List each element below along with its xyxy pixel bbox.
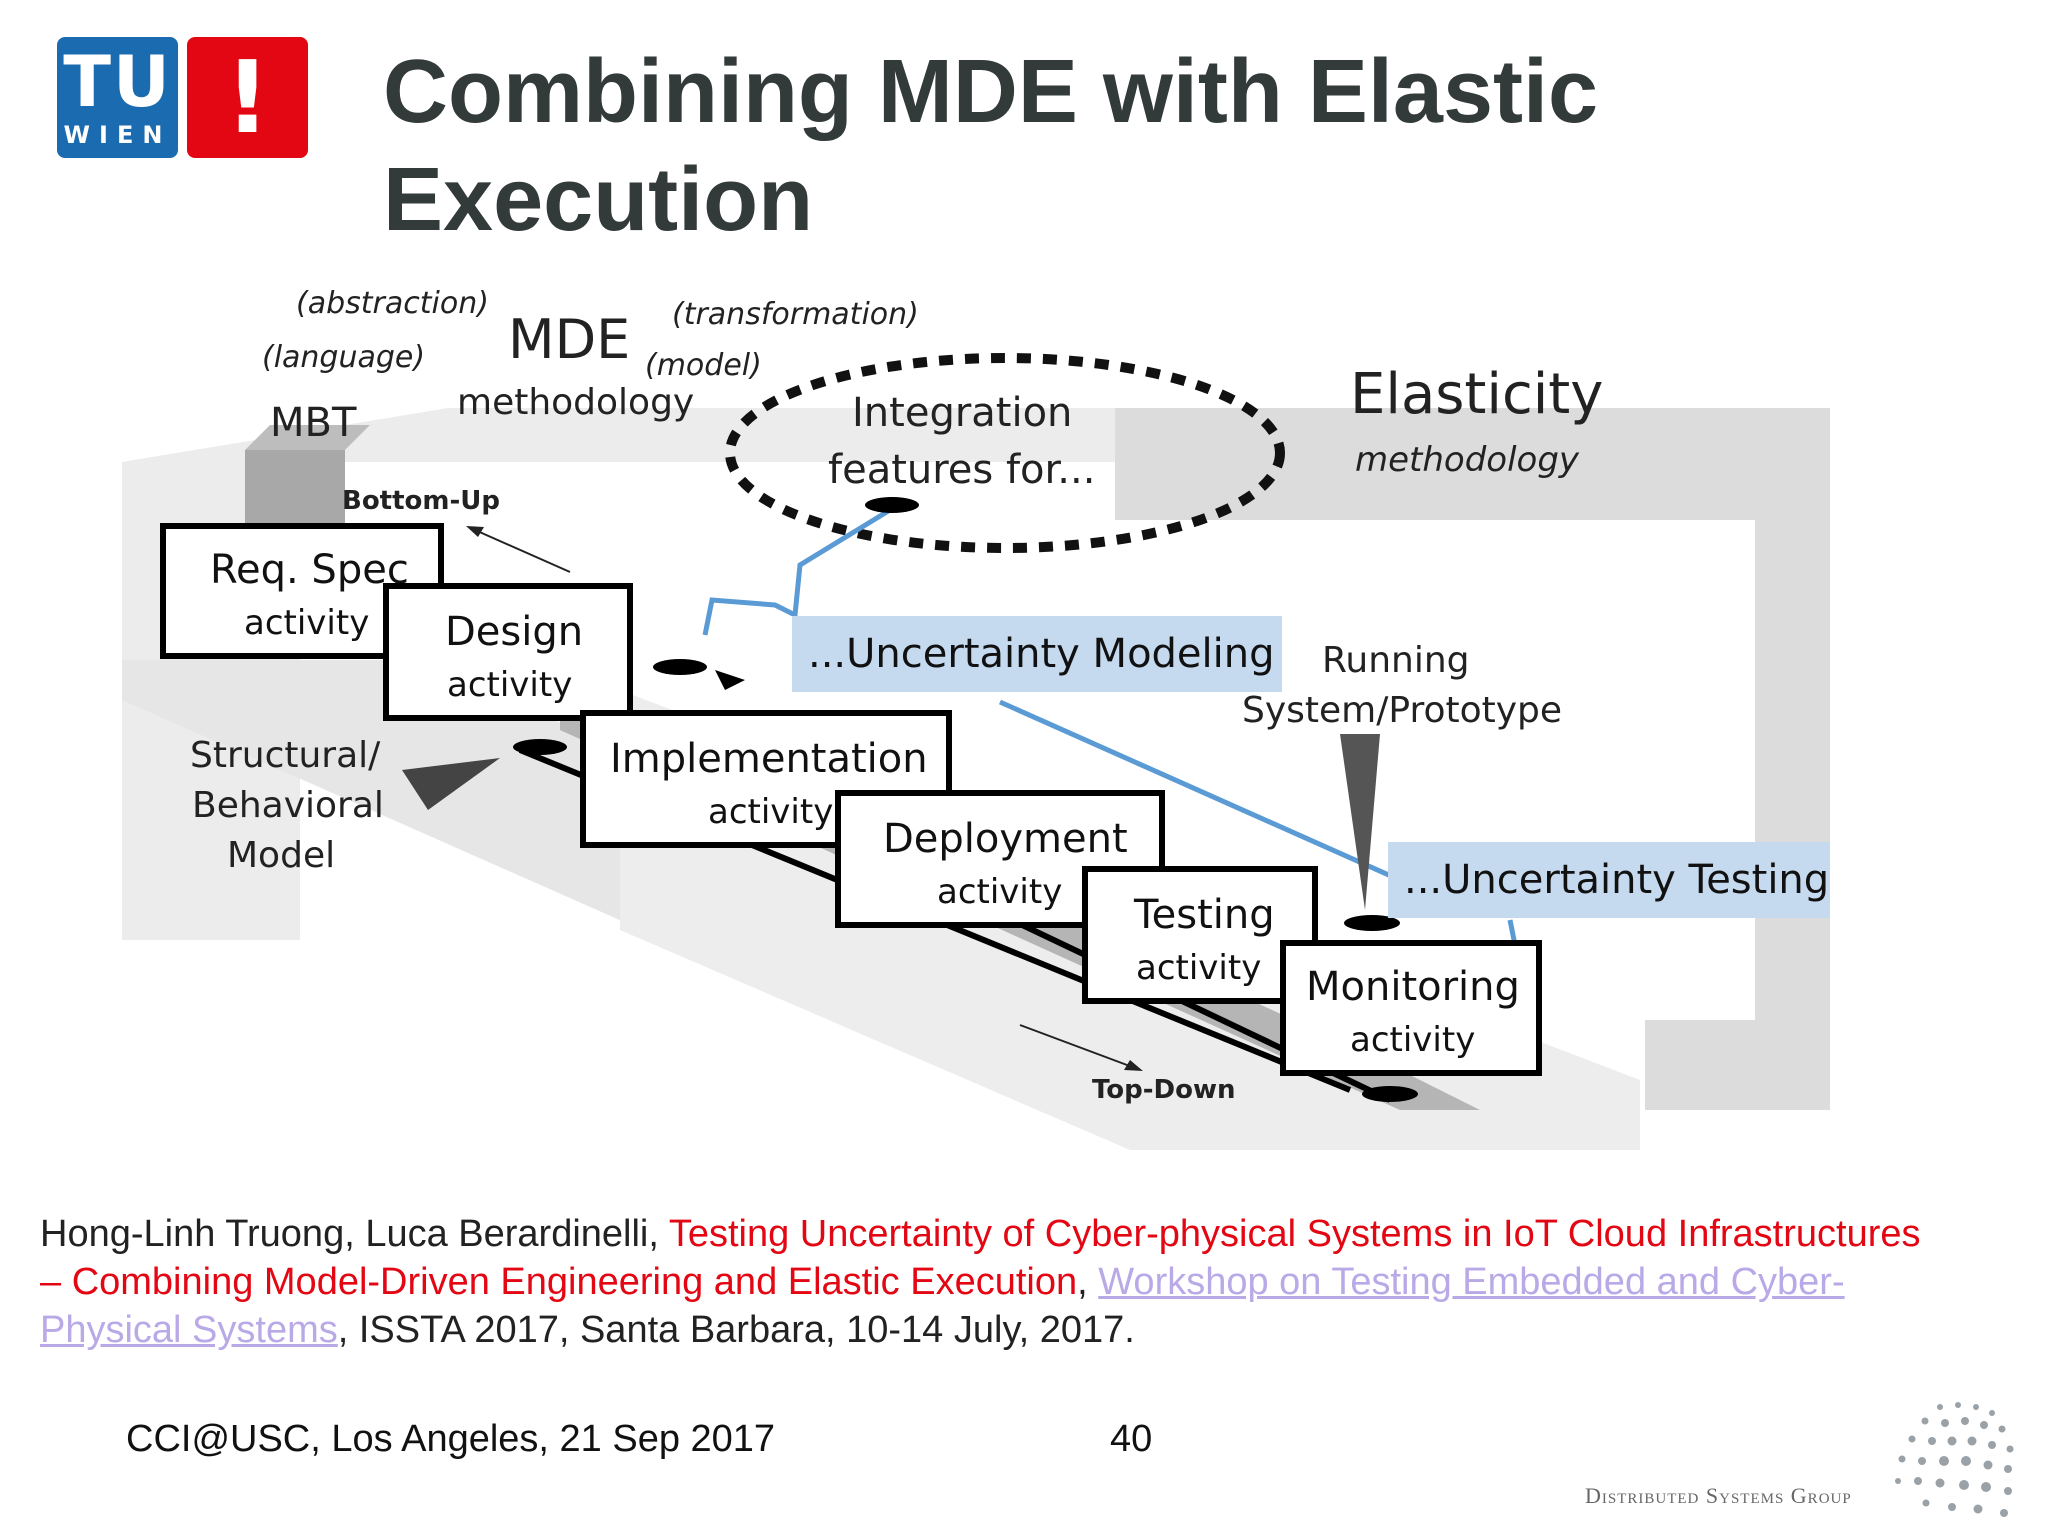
tu-wien-logo: TU WIEN [57, 37, 178, 158]
structural-label-1: Structural/ [190, 735, 381, 776]
uncertainty-modeling-highlight: ...Uncertainty Modeling [792, 616, 1282, 692]
activity-subtitle: activity [244, 603, 370, 643]
testing-connector [998, 699, 1402, 883]
mbt-pillar-top [245, 425, 370, 450]
activity-title: Design [445, 609, 584, 655]
activity-subtitle: activity [1136, 948, 1262, 988]
top-down-label: Top-Down [1092, 1075, 1236, 1105]
elasticity-methodology-label: methodology [1355, 440, 1580, 480]
activity-testing: Testing activity [1082, 866, 1318, 1004]
elasticity-label: Elasticity [1350, 362, 1604, 427]
integration-oval [865, 497, 919, 513]
lane-arrowhead [715, 670, 745, 690]
mbt-label: MBT [270, 400, 357, 446]
tu-logo-text: TU [63, 41, 172, 123]
workshop-link[interactable]: Workshop on Testing Embedded and Cyber-P… [40, 1261, 1845, 1351]
elasticity-band [1115, 408, 1830, 1110]
activity-deployment: Deployment activity [835, 790, 1165, 928]
mbt-pillar [245, 450, 345, 540]
slide-title: Combining MDE with Elastic Execution [383, 38, 1983, 254]
dsg-wordmark: Distributed Systems Group [1585, 1483, 1852, 1508]
structural-label-2: Behavioral [192, 785, 384, 826]
model-triangle [402, 758, 500, 810]
methodology-label: methodology [457, 382, 695, 423]
modeling-connector [702, 507, 892, 636]
reference-authors: Hong-Linh Truong, Luca Berardinelli, [40, 1213, 669, 1255]
activity-title: Testing [1134, 892, 1275, 938]
activity-design: Design activity [383, 583, 633, 721]
running-triangle [1340, 734, 1380, 910]
activity-subtitle: activity [447, 665, 573, 705]
language-label: (language) [262, 340, 426, 375]
activity-subtitle: activity [937, 872, 1063, 912]
integration-label-2: features for... [828, 447, 1096, 493]
model-label: (model) [645, 348, 762, 383]
activity-title: Req. Spec [210, 547, 409, 593]
structural-label-3: Model [227, 835, 336, 876]
reference-citation: Hong-Linh Truong, Luca Berardinelli, Tes… [40, 1210, 1940, 1354]
wien-logo-text: WIEN [63, 121, 172, 149]
activity-subtitle: activity [708, 792, 834, 832]
integration-ellipse [725, 353, 1285, 553]
activity-title: Implementation [610, 736, 928, 782]
activity-subtitle: activity [1350, 1020, 1476, 1060]
dsg-dots-logo [1895, 1402, 2014, 1517]
running-label-2: System/Prototype [1242, 690, 1563, 731]
footer-event: CCI@USC, Los Angeles, 21 Sep 2017 [126, 1418, 776, 1460]
uncertainty-testing-highlight: ...Uncertainty Testing [1388, 842, 1830, 918]
top-down-arrow [1019, 1024, 1136, 1069]
mde-label: MDE [508, 308, 631, 371]
reference-paper-title: Testing Uncertainty of Cyber-physical Sy… [40, 1213, 1921, 1303]
monitoring-oval [1344, 915, 1400, 931]
integration-label-1: Integration [852, 390, 1073, 436]
transformation-label: (transformation) [672, 297, 919, 332]
running-label-1: Running [1322, 640, 1470, 681]
model-oval [513, 739, 567, 755]
design-oval [653, 659, 707, 675]
bottom-up-arrow [474, 529, 571, 573]
page-number: 40 [1110, 1418, 1153, 1460]
activity-title: Monitoring [1306, 964, 1520, 1010]
reference-separator: , [1077, 1261, 1099, 1303]
abstraction-label: (abstraction) [296, 286, 489, 321]
title-line-1: Combining MDE with Elastic [383, 42, 1599, 142]
activity-title: Deployment [883, 816, 1128, 862]
exclamation-logo: ! [187, 37, 308, 158]
mde-band [122, 408, 1130, 940]
bottom-up-label: Bottom-Up [342, 486, 501, 516]
reference-venue: , ISSTA 2017, Santa Barbara, 10-14 July,… [337, 1309, 1135, 1351]
topdown-oval [1362, 1086, 1418, 1102]
activity-monitoring: Monitoring activity [1280, 940, 1542, 1076]
title-line-2: Execution [383, 150, 814, 250]
